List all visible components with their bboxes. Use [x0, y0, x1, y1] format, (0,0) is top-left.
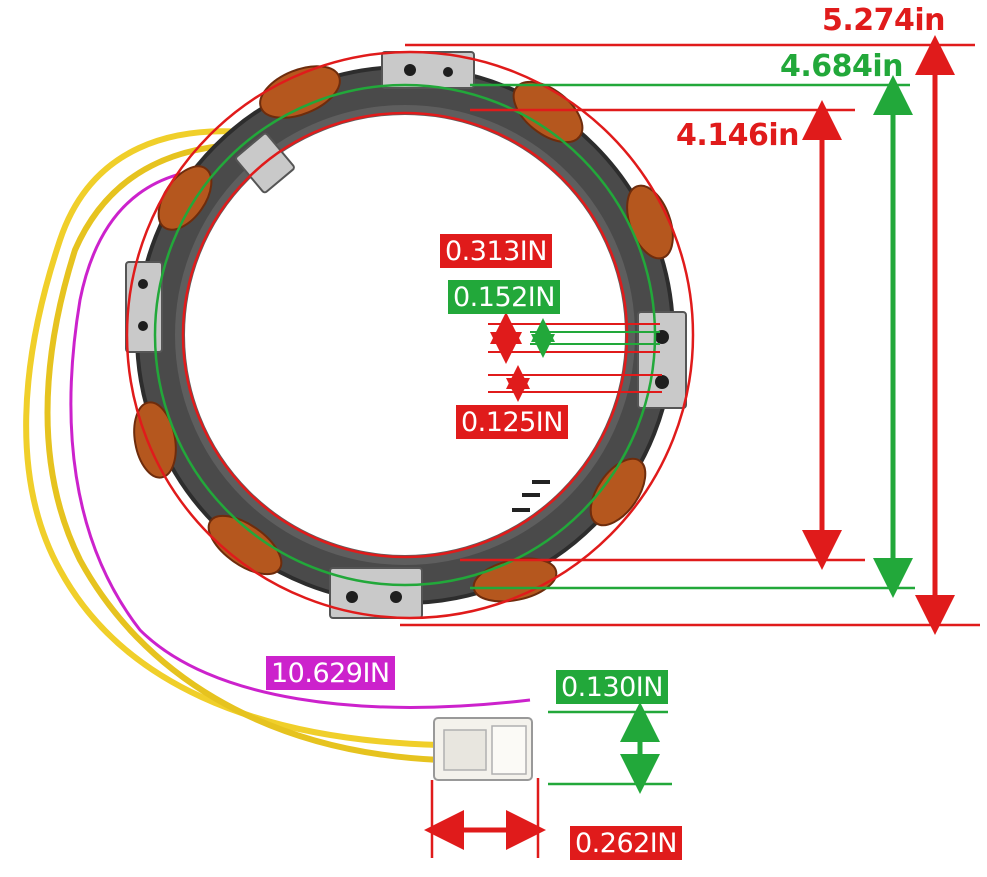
wire-harness	[23, 128, 531, 763]
mount-circle	[153, 83, 657, 587]
connector-height-dimension	[548, 702, 672, 794]
tab-holes	[138, 64, 669, 603]
wire-length-label: 10.629IN	[266, 656, 395, 690]
inner-diameter-dimension	[460, 100, 865, 570]
slot-gap-dimension	[488, 365, 662, 402]
mount-circle-label: 4.684in	[780, 49, 904, 84]
inner-diameter-label: 4.146in	[676, 118, 800, 153]
mounting-tabs	[125, 51, 687, 619]
hole-size-dimension	[530, 318, 660, 358]
outer-diameter-dimension	[400, 34, 980, 635]
inner-diameter-circle	[181, 111, 629, 559]
tab-width-dimension	[488, 312, 660, 364]
outer-diameter-label: 5.274in	[822, 3, 946, 38]
slot-gap-label: 0.125IN	[456, 405, 568, 439]
tab-width-label: 0.313IN	[440, 234, 552, 268]
mount-circle-dimension	[470, 75, 915, 598]
terminal-pins	[512, 480, 550, 512]
hole-size-label: 0.152IN	[448, 280, 560, 314]
connector-width-dimension	[424, 778, 546, 858]
coil-windings	[133, 65, 674, 603]
outer-diameter-circle	[125, 50, 695, 620]
connector-width-label: 0.262IN	[570, 826, 682, 860]
connector-plug	[433, 717, 533, 781]
connector-height-label: 0.130IN	[556, 670, 668, 704]
